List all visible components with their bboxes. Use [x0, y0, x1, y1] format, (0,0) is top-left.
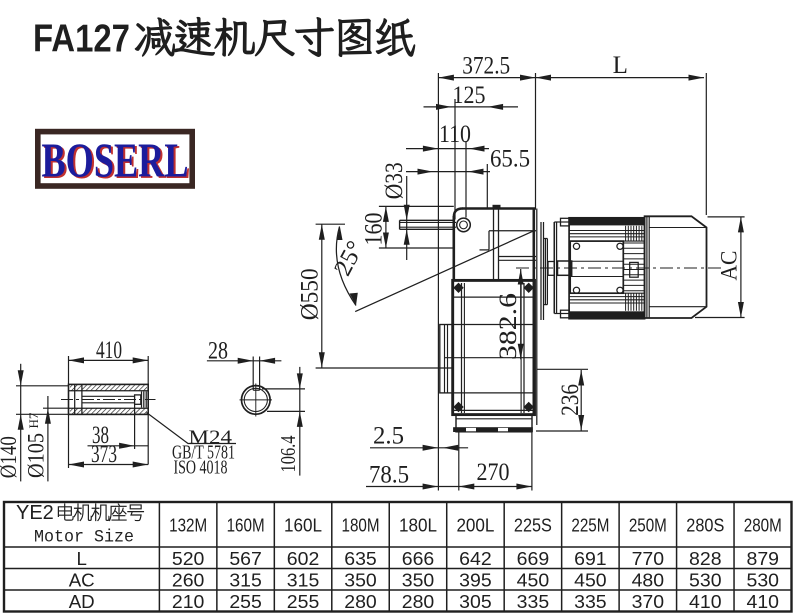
svg-text:410: 410 — [96, 337, 122, 364]
svg-text:450: 450 — [517, 570, 550, 591]
svg-text:106.4: 106.4 — [276, 435, 300, 472]
svg-text:410: 410 — [747, 591, 780, 612]
svg-text:255: 255 — [287, 591, 320, 612]
svg-text:225M: 225M — [571, 515, 609, 536]
svg-text:280: 280 — [344, 591, 377, 612]
svg-text:315: 315 — [229, 570, 262, 591]
svg-text:530: 530 — [689, 570, 722, 591]
svg-text:78.5: 78.5 — [369, 461, 409, 488]
svg-text:Motor Size: Motor Size — [34, 528, 134, 548]
svg-text:Ø140: Ø140 — [0, 436, 21, 478]
svg-text:AD: AD — [69, 591, 95, 612]
svg-text:L: L — [613, 52, 628, 79]
svg-text:255: 255 — [229, 591, 262, 612]
svg-text:236: 236 — [557, 384, 584, 416]
svg-text:AC: AC — [716, 251, 742, 281]
svg-text:879: 879 — [747, 548, 780, 569]
svg-text:180M: 180M — [342, 515, 380, 536]
svg-text:200L: 200L — [456, 515, 494, 536]
svg-text:520: 520 — [172, 548, 205, 569]
svg-text:180L: 180L — [399, 515, 437, 536]
svg-text:372.5: 372.5 — [462, 53, 510, 80]
svg-text:160M: 160M — [227, 515, 265, 536]
svg-text:250M: 250M — [629, 515, 667, 536]
svg-text:Ø105: Ø105 — [23, 433, 48, 478]
svg-text:38: 38 — [92, 422, 109, 449]
svg-text:H7: H7 — [26, 412, 41, 428]
svg-text:BOSERL: BOSERL — [44, 134, 191, 189]
svg-text:315: 315 — [287, 570, 320, 591]
svg-text:28: 28 — [208, 337, 228, 364]
svg-text:335: 335 — [574, 591, 607, 612]
svg-text:410: 410 — [689, 591, 722, 612]
svg-text:642: 642 — [459, 548, 492, 569]
svg-text:635: 635 — [344, 548, 377, 569]
svg-text:350: 350 — [402, 570, 435, 591]
svg-text:225S: 225S — [514, 515, 552, 536]
svg-text:2.5: 2.5 — [373, 423, 404, 450]
svg-text:530: 530 — [747, 570, 780, 591]
svg-text:65.5: 65.5 — [490, 146, 530, 173]
svg-text:M24: M24 — [189, 426, 233, 448]
svg-text:YE2: YE2 — [16, 502, 54, 524]
svg-text:828: 828 — [689, 548, 722, 569]
svg-text:280: 280 — [402, 591, 435, 612]
svg-text:691: 691 — [574, 548, 607, 569]
svg-text:602: 602 — [287, 548, 320, 569]
svg-text:210: 210 — [172, 591, 205, 612]
svg-text:305: 305 — [459, 591, 492, 612]
svg-text:567: 567 — [229, 548, 262, 569]
svg-text:125: 125 — [453, 82, 486, 109]
svg-text:132M: 132M — [169, 515, 207, 536]
svg-text:ISO 4018: ISO 4018 — [174, 457, 228, 479]
svg-text:160L: 160L — [284, 515, 322, 536]
svg-text:270: 270 — [477, 459, 510, 486]
svg-text:260: 260 — [172, 570, 205, 591]
svg-text:Ø550: Ø550 — [296, 268, 323, 320]
svg-text:280S: 280S — [686, 515, 724, 536]
svg-text:373: 373 — [91, 441, 117, 468]
svg-text:335: 335 — [517, 591, 550, 612]
svg-text:L: L — [76, 548, 86, 569]
svg-text:Ø33: Ø33 — [381, 162, 408, 199]
svg-text:280M: 280M — [744, 515, 782, 536]
svg-text:350: 350 — [344, 570, 377, 591]
svg-text:395: 395 — [459, 570, 492, 591]
svg-text:450: 450 — [574, 570, 607, 591]
svg-text:GB/T 5781: GB/T 5781 — [172, 442, 235, 464]
svg-text:770: 770 — [632, 548, 665, 569]
svg-text:666: 666 — [402, 548, 435, 569]
svg-text:160: 160 — [360, 213, 387, 246]
svg-text:480: 480 — [632, 570, 665, 591]
svg-text:382.6: 382.6 — [495, 293, 522, 360]
svg-text:370: 370 — [632, 591, 665, 612]
svg-text:FA127: FA127 — [33, 18, 130, 61]
svg-text:AC: AC — [69, 570, 95, 591]
svg-text:BOSERL: BOSERL — [42, 133, 189, 188]
svg-text:669: 669 — [517, 548, 550, 569]
